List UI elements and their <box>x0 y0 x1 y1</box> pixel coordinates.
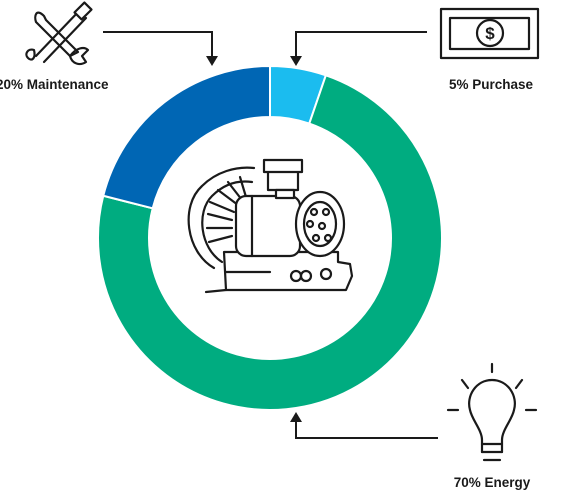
wrench-screwdriver-icon <box>25 1 93 66</box>
svg-text:$: $ <box>485 24 495 43</box>
label-purchase: 5% Purchase <box>449 77 534 92</box>
leader-energy <box>295 420 438 439</box>
leader-lines <box>103 31 438 439</box>
label-maintenance: 20% Maintenance <box>0 77 109 92</box>
slice-2 <box>102 64 271 210</box>
donut-slices <box>97 64 443 411</box>
dollar-bill-icon: $ <box>439 7 540 60</box>
leader-maintenance <box>103 31 213 58</box>
slice-1 <box>97 74 443 411</box>
arrow-maintenance-icon <box>206 56 218 66</box>
light-bulb-icon <box>446 362 538 462</box>
label-energy: 70% Energy <box>454 475 531 490</box>
arrow-energy-icon <box>290 412 302 422</box>
leader-purchase <box>295 31 427 58</box>
arrow-purchase-icon <box>290 56 302 66</box>
pump-motor-icon <box>187 158 354 294</box>
